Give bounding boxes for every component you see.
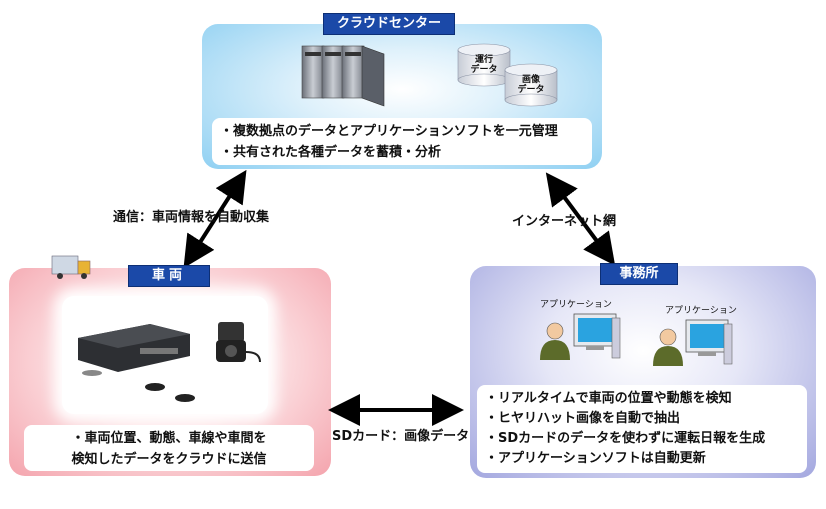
cloud-center-title: クラウドセンター bbox=[323, 13, 455, 35]
arrow-vehicle-cloud bbox=[183, 169, 247, 269]
image-data-label: 画像 データ bbox=[517, 75, 545, 95]
link-label-communication: 通信：車両情報を自動収集 bbox=[113, 210, 270, 225]
drive-recorder-icon bbox=[78, 322, 261, 402]
database-icon bbox=[457, 43, 511, 87]
cloud-description: ・複数拠点のデータとアプリケーションソフトを一元管理 ・共有された各種データを蓄… bbox=[212, 118, 592, 165]
vehicle-bullet: ・車両位置、動態、車線や車間を bbox=[71, 431, 267, 446]
server-rack-icon bbox=[301, 45, 385, 107]
application-label: アプリケーション bbox=[540, 300, 612, 310]
operation-data-label: 運行 データ bbox=[470, 55, 498, 75]
truck-icon bbox=[51, 255, 91, 279]
vehicle-description: ・車両位置、動態、車線や車間を 検知したデータをクラウドに送信 bbox=[24, 425, 314, 471]
cloud-bullet: ・共有された各種データを蓄積・分析 bbox=[220, 145, 442, 160]
vehicle-bullet: 検知したデータをクラウドに送信 bbox=[71, 452, 267, 467]
application-label: アプリケーション bbox=[665, 306, 737, 316]
office-description: ・リアルタイムで車両の位置や動態を検知 ・ヒヤリハット画像を自動で抽出 ・SDカ… bbox=[477, 385, 807, 473]
office-bullet: ・リアルタイムで車両の位置や動態を検知 bbox=[485, 391, 732, 406]
arrow-cloud-office bbox=[545, 172, 616, 266]
computer-user-icon bbox=[653, 319, 733, 366]
office-bullet: ・ヒヤリハット画像を自動で抽出 bbox=[485, 411, 681, 426]
link-label-sdcard: SDカード：画像データ bbox=[332, 429, 470, 444]
link-label-internet: インターネット網 bbox=[512, 214, 617, 229]
cloud-bullet: ・複数拠点のデータとアプリケーションソフトを一元管理 bbox=[220, 124, 558, 139]
office-bullet: ・アプリケーションソフトは自動更新 bbox=[485, 451, 706, 466]
office-bullet: ・SDカードのデータを使わずに運転日報を生成 bbox=[485, 431, 766, 446]
database-icon bbox=[504, 63, 558, 107]
office-title: 事務所 bbox=[600, 263, 678, 285]
vehicle-title: 車両 bbox=[128, 265, 210, 287]
computer-user-icon bbox=[540, 313, 621, 360]
